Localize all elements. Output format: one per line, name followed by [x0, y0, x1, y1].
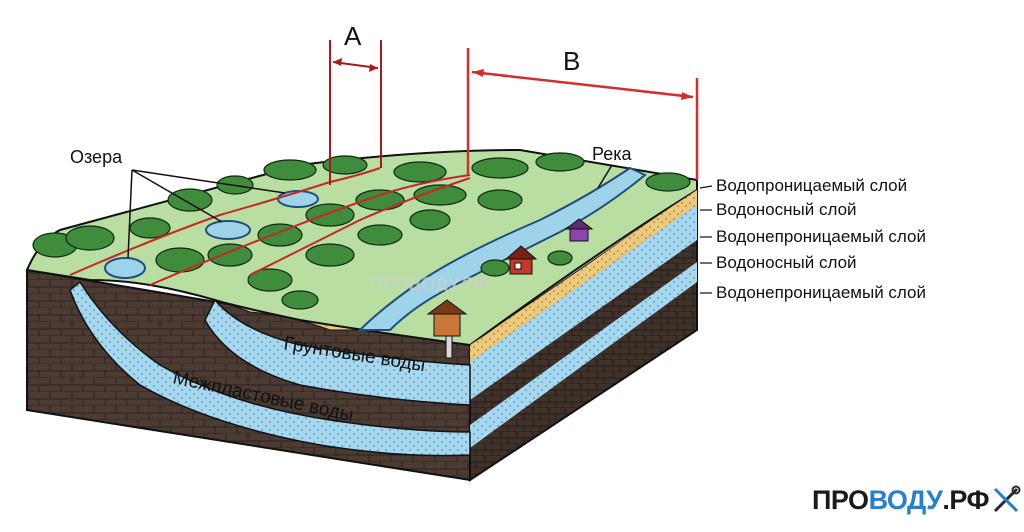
layer-label: Водонепроницаемый слой [716, 227, 926, 246]
groundwater-lens [204, 298, 471, 406]
interstratal-water-lens [69, 280, 471, 457]
brand-part-2: ВОДУ [868, 484, 943, 515]
layer-legend: Водопроницаемый слой Водоносный слой Вод… [699, 176, 926, 302]
layer-label: Водоносный слой [716, 253, 857, 272]
house-icon [564, 218, 594, 242]
river-callout: Река [592, 144, 632, 189]
layer-label: Водонепроницаемый слой [716, 283, 926, 302]
watermark-text: ПРОВОДУ.РФ [370, 274, 489, 294]
brand-part-1: ПРО [812, 484, 869, 515]
dimension-a: А [329, 21, 382, 185]
river [357, 166, 647, 331]
wrench-screwdriver-icon [994, 485, 1021, 513]
well-icon [426, 299, 468, 359]
house-icon [504, 245, 538, 275]
dimension-a-label: А [344, 21, 362, 51]
brand-part-3: .РФ [942, 484, 990, 515]
lakes-label: Озера [70, 147, 123, 167]
trees [32, 152, 691, 310]
dimension-b-label: В [563, 46, 580, 76]
river-label: Река [592, 144, 632, 164]
lakes-callout: Озера [70, 147, 286, 259]
boundary-lines [69, 167, 471, 286]
layer-label: Водопроницаемый слой [716, 176, 907, 195]
dimension-b: В [466, 46, 699, 180]
side-face [469, 188, 698, 482]
layer-label: Водоносный слой [716, 200, 857, 219]
